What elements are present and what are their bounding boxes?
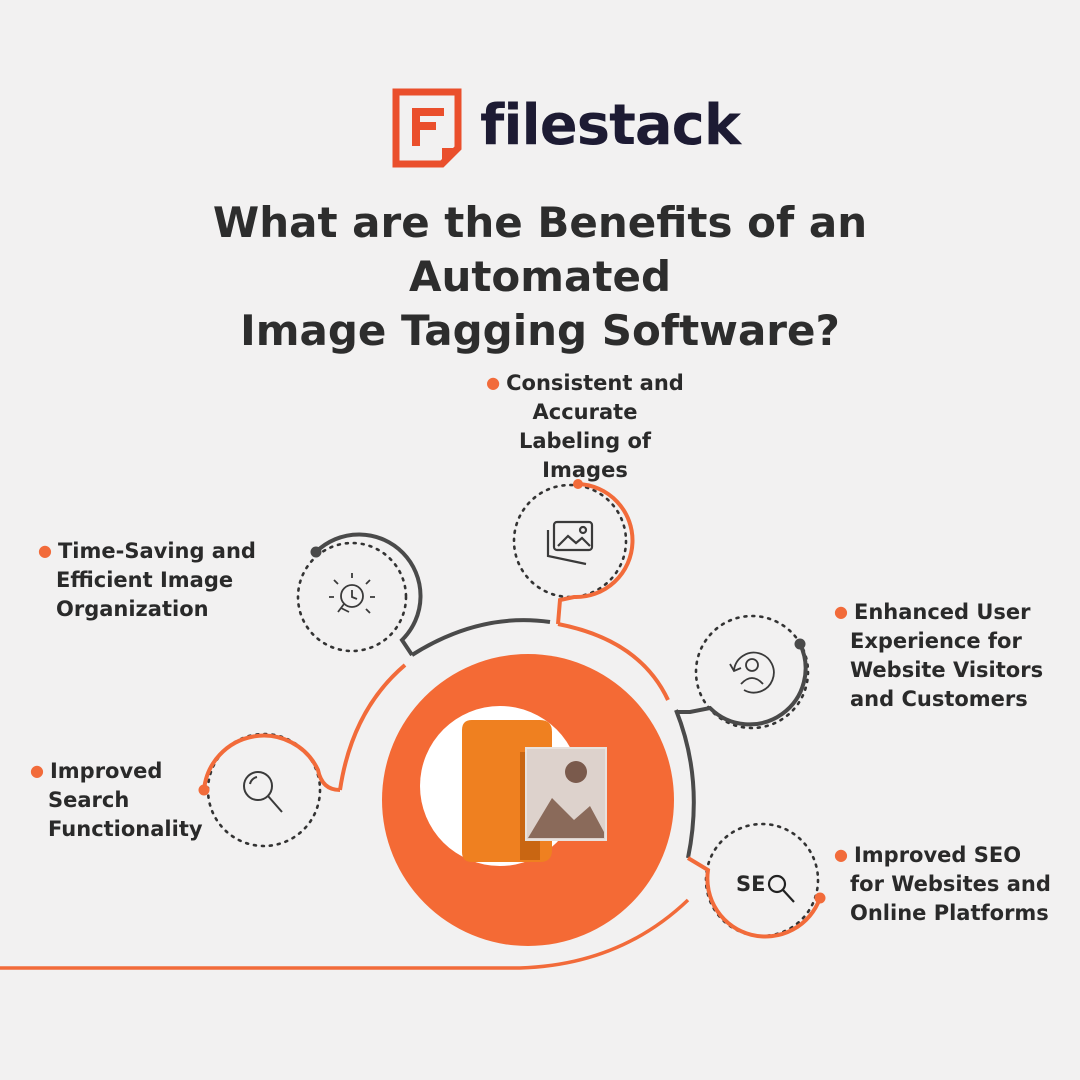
benefit-search-functionality: ●Improved Search Functionality — [30, 759, 203, 841]
image-tag-icon — [462, 720, 607, 862]
seo-magnifier-icon — [767, 874, 795, 903]
page-title: What are the Benefits of an Automated Im… — [90, 196, 990, 358]
arc-left — [338, 663, 407, 791]
satellite-left-arc — [202, 733, 341, 792]
satellite-top-dotted — [512, 483, 628, 599]
bullet-dot: ● — [834, 845, 848, 864]
bullet-dot: ● — [38, 541, 52, 560]
benefit-time-saving: ●Time-Saving and Efficient Image Organiz… — [38, 539, 256, 621]
bullet-dot: ● — [486, 373, 501, 392]
benefit-seo: ●Improved SEO for Websites and Online Pl… — [834, 843, 1051, 925]
arc-right — [674, 709, 696, 859]
satellite-right-dotted — [694, 614, 810, 730]
arc-top-right — [557, 622, 670, 701]
search-icon — [243, 771, 283, 813]
image-gallery-icon — [546, 520, 594, 566]
satellite-top-left-arc — [314, 532, 423, 657]
satellite-right-arc — [676, 643, 808, 727]
brand-wordmark: filestack — [480, 93, 741, 158]
title-line-1: What are the Benefits of an Automated — [212, 198, 868, 301]
bullet-dot: ● — [30, 761, 44, 780]
satellite-top-arc — [556, 482, 635, 625]
benefit-consistent-labeling: ●Consistent and Accurate Labeling of Ima… — [486, 371, 684, 482]
seo-icon-text: SE — [736, 872, 766, 896]
satellite-top-left-dotted — [296, 541, 408, 653]
benefit-user-experience: ●Enhanced User Experience for Website Vi… — [834, 600, 1044, 711]
satellite-bottom-right-arc — [686, 856, 822, 939]
lightbulb-clock-icon — [329, 573, 375, 614]
baseline-connector — [0, 898, 690, 970]
user-refresh-icon — [729, 651, 775, 694]
filestack-logo-icon — [392, 88, 462, 168]
title-line-2: Image Tagging Software? — [240, 306, 840, 355]
bullet-dot: ● — [834, 602, 848, 621]
arc-top-left — [410, 618, 551, 657]
